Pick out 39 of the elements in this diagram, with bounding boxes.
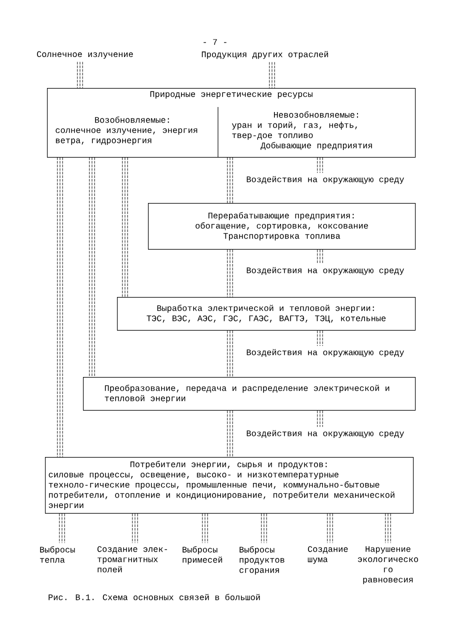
connector: [385, 513, 391, 544]
connector: [132, 513, 138, 544]
connector: [59, 513, 65, 544]
connector: [77, 62, 83, 88]
connector: [317, 410, 323, 428]
connector: [317, 157, 323, 174]
connector: [227, 157, 233, 204]
connector: [227, 410, 233, 458]
output-label: Выбросы примесей: [182, 546, 222, 564]
connector: [327, 513, 333, 544]
process-box: Выработка электрической и тепловой энергии: ТЭС, ВЭС, АЭС, ГЭС, ГАЭС, ВАГТЭ, ТЭЦ, котельные: [117, 297, 416, 331]
source-label: Солнечное излучение: [37, 51, 133, 59]
connector: [89, 157, 95, 378]
connector: [269, 62, 275, 88]
process-box: Преобразование, передача и распределение электрической и тепловой энергии: [83, 377, 416, 411]
connector: [261, 513, 267, 544]
source-label: Продукция других отраслей: [202, 51, 328, 59]
output-label: Выбросы тепла: [40, 546, 75, 563]
connector: [317, 330, 323, 346]
connector: [202, 513, 208, 544]
page-number: - 7 -: [204, 39, 226, 45]
caption: Рис. В.1. Схема основных связей в большой: [48, 594, 260, 600]
impact-label: Воздействия на окружающую среду: [246, 267, 404, 275]
connector: [227, 249, 233, 298]
output-label: Создание элек-тромагнитных полей: [97, 546, 168, 572]
resource-group: Невозобновляемые: уран и торий, газ, нефть, твер-дое топливо Добывающие предприятия: [232, 111, 372, 150]
connector: [227, 330, 233, 378]
resource-group: Возобновляемые: солнечное излучение, энергия ветра, гидроэнергия: [56, 116, 198, 145]
impact-label: Воздействия на окружающую среду: [246, 349, 404, 357]
output-label: Создание шума: [308, 546, 348, 564]
impact-label: Воздействия на окружающую среду: [246, 430, 404, 438]
output-label: Нарушение экологическо го равновесия: [358, 546, 418, 584]
output-label: Выбросы продуктов сгорания: [240, 546, 284, 575]
connector: [122, 157, 128, 298]
impact-label: Воздействия на окружающую среду: [246, 176, 404, 184]
connector: [317, 249, 323, 264]
process-box: Перерабатывающие предприятия: обогащение, сортировка, коксование Транспортировка топлива: [148, 203, 416, 250]
connector: [57, 157, 63, 458]
consumer-box: Потребители энергии, сырья и продуктов: силовые процессы, освещение, высоко- и низкотемпературные техноло-гические процессы, промышленные печи, коммунально-бытовые потребители, отопление и кондиционирование, потребители механической энергии: [45, 457, 414, 514]
